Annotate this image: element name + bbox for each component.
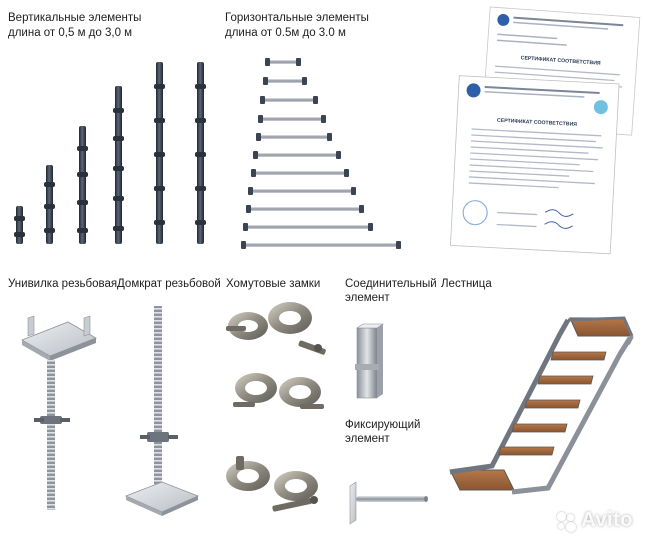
avito-watermark-text: Avito xyxy=(581,509,633,531)
jack-label: Домкрат резьбовой xyxy=(117,278,221,290)
avito-watermark: Avito xyxy=(555,509,633,532)
fork-label: Унивилка резьбовая xyxy=(8,278,118,290)
screw-fork xyxy=(21,315,97,510)
swivel-clamp xyxy=(226,302,326,355)
horizontal-bars xyxy=(241,58,401,249)
sleeve-clamp xyxy=(226,456,318,512)
fixed-clamp xyxy=(233,373,324,409)
certificate-front: СЕРТИФИКАТ СООТВЕТСТВИЯ xyxy=(449,75,620,255)
connector-label-1: Соединительный xyxy=(345,278,437,290)
vertical-range: длина от 0,5 м до 3,0 м xyxy=(8,27,133,39)
clamps-label: Хомутовые замки xyxy=(226,278,321,290)
certificate-back-title: СЕРТИФИКАТ СООТВЕТСТВИЯ xyxy=(520,55,601,67)
vertical-title: Вертикальные элементы xyxy=(8,12,142,24)
screw-jack xyxy=(124,306,200,516)
fixing-element xyxy=(349,481,428,525)
ladder-label: Лестница xyxy=(441,278,492,290)
horizontal-range: длина от 0.5м до 3.0 м xyxy=(225,27,346,39)
connector-label-2: элемент xyxy=(345,292,390,304)
connector-element xyxy=(355,323,384,399)
certificate-front-title: СЕРТИФИКАТ СООТВЕТСТВИЯ xyxy=(497,118,578,128)
horizontal-title: Горизонтальные элементы xyxy=(225,12,369,24)
ladder xyxy=(449,316,634,495)
avito-logo-icon xyxy=(555,510,577,532)
fixing-label-1: Фиксирующий xyxy=(345,419,421,431)
vertical-rods xyxy=(14,62,206,244)
fixing-label-2: элемент xyxy=(345,433,390,445)
